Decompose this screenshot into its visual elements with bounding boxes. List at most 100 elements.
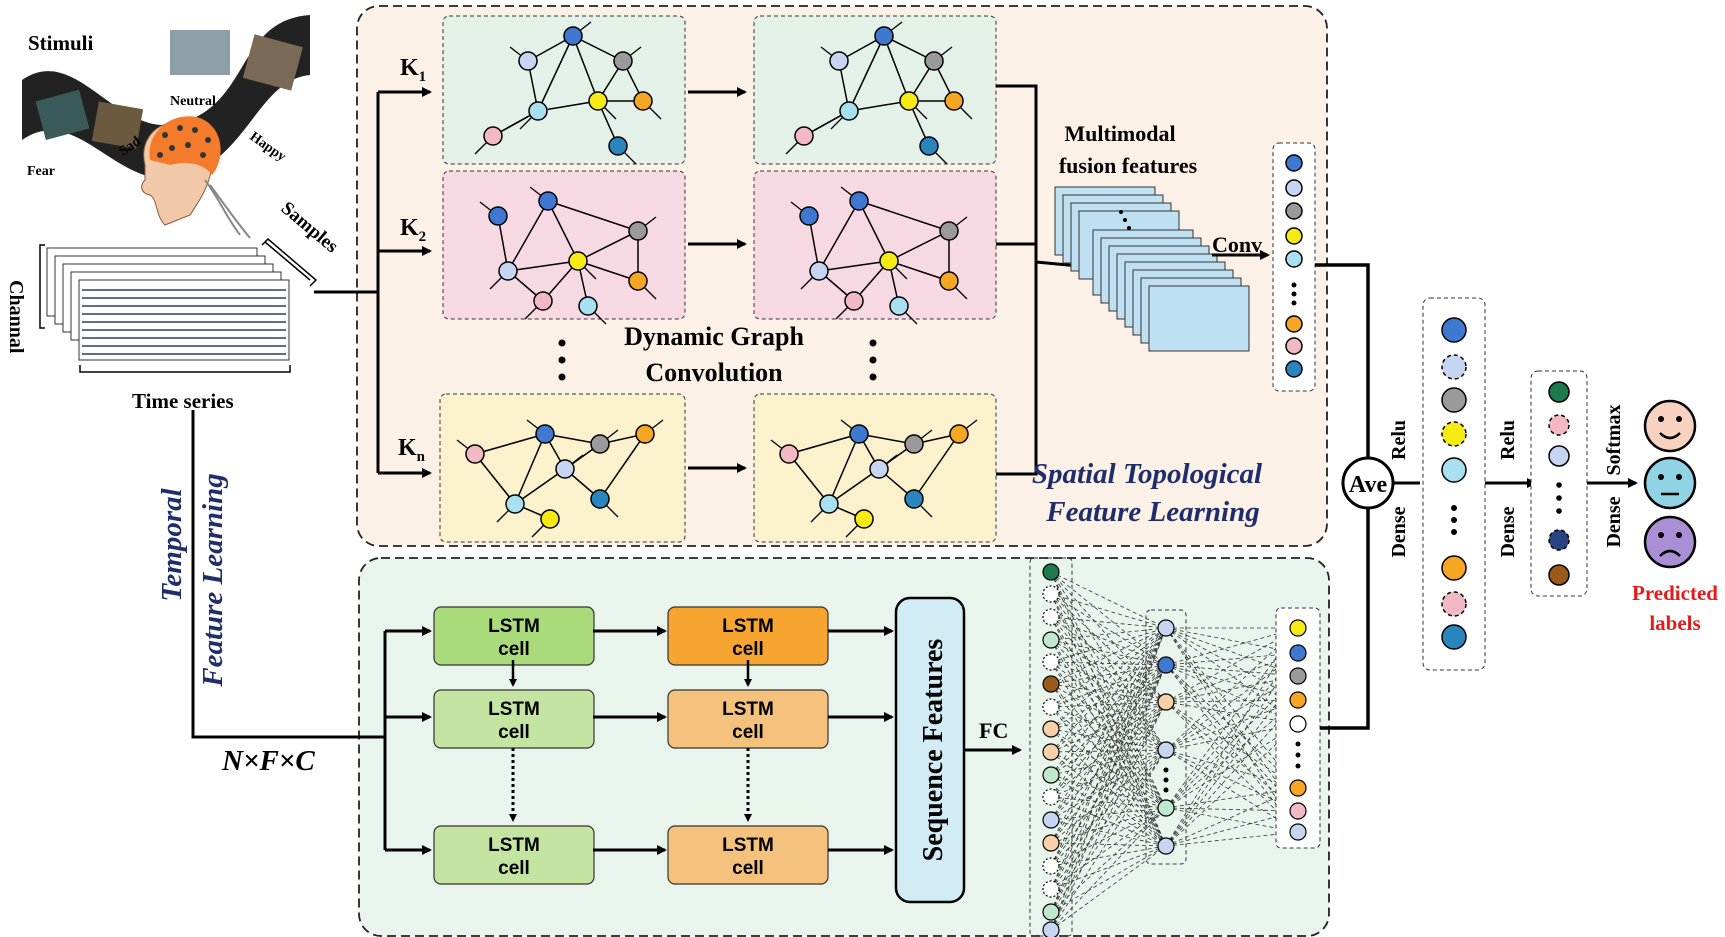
happy-face-icon: [1643, 399, 1697, 453]
channel-label: Channal: [5, 280, 27, 354]
graph-node: [889, 296, 909, 316]
fc-input-node: [1042, 698, 1060, 716]
fusion-dots: [1119, 210, 1131, 230]
fc-edge: [1050, 627, 1167, 753]
fc-output-node: [1289, 779, 1307, 797]
lstm-cell-label: LSTM: [722, 616, 774, 637]
graph-node: [483, 126, 503, 146]
fc-edge: [1050, 616, 1167, 703]
fc-hidden-node: [1157, 837, 1175, 855]
fusion-label-line1: Multimodal: [1064, 121, 1175, 146]
graph-node: [799, 206, 819, 226]
dense1-node: [1441, 317, 1467, 343]
graph-panel-k1-b: [753, 15, 997, 165]
graph-edge: [507, 260, 579, 272]
fc-edge: [1050, 683, 1167, 751]
neutral-face-icon: [1643, 456, 1697, 510]
dense1-node: [1441, 457, 1467, 483]
predicted-label-line1: Predicted: [1632, 581, 1718, 605]
fc-hidden-node: [1157, 656, 1175, 674]
spatial-vector-node: [1285, 250, 1303, 268]
graph-node: [518, 51, 538, 71]
lstm-cell-sublabel: cell: [732, 722, 764, 743]
graph-edge: [474, 453, 516, 505]
spatial-vector-ellipsis: [1291, 300, 1297, 306]
fc-edge: [1050, 796, 1167, 809]
dense1-node: [1441, 354, 1467, 380]
graph-node: [939, 221, 959, 241]
dense1-node: [1441, 591, 1467, 617]
predicted-label-line2: labels: [1649, 611, 1700, 635]
graph-panel-kn-b: [753, 393, 997, 543]
fc-input-node: [1042, 880, 1060, 898]
fc-input-node: [1042, 811, 1060, 829]
spatial-vector-ellipsis: [1291, 282, 1297, 288]
spatial-vector-node: [1285, 179, 1303, 197]
lstm-cell-sublabel: cell: [498, 639, 530, 660]
fc-edge: [1050, 749, 1167, 867]
fc-input-node: [1042, 921, 1060, 937]
dense1-node: [1441, 624, 1467, 650]
spatial-vector-node: [1285, 227, 1303, 245]
fc-edge: [1050, 664, 1167, 730]
fc-output-node: [1289, 823, 1307, 841]
fc-edge: [1165, 831, 1299, 847]
graph-panel-k1-a: [442, 15, 686, 165]
graph-node: [538, 191, 558, 211]
graph-node: [874, 26, 894, 46]
graph-edge: [788, 433, 860, 455]
fc-edge: [1050, 627, 1167, 685]
fc-edge: [1165, 675, 1299, 847]
fc-output-node: [1289, 644, 1307, 662]
fc-edge: [1050, 627, 1167, 867]
fc-edge: [1165, 627, 1299, 654]
sad-face-icon: [1643, 515, 1697, 569]
stimuli-title: Stimuli: [28, 31, 94, 55]
fc-hidden-node: [1157, 693, 1175, 711]
fc-output-node: [1289, 619, 1307, 637]
dense1-node: [1441, 387, 1467, 413]
graph-node: [540, 509, 560, 529]
kn-label: Kn: [398, 435, 426, 465]
eeg-signal-stack: [46, 247, 290, 361]
graph-node: [590, 434, 610, 454]
lstm-cell-label: LSTM: [488, 616, 540, 637]
graph-node: [829, 51, 849, 71]
fc-edge: [1050, 571, 1167, 629]
fc-edge: [1050, 664, 1167, 798]
fc-output-ellipsis: [1295, 763, 1301, 769]
dense2-node: [1548, 414, 1570, 436]
graph-node: [849, 424, 869, 444]
lstm-cell-label: LSTM: [488, 835, 540, 856]
fc-edge: [1165, 627, 1299, 809]
fc-input-node: [1042, 585, 1060, 603]
fc-edge: [1050, 728, 1167, 809]
fc-hidden-ellipsis: [1163, 777, 1169, 783]
graph-node: [904, 434, 924, 454]
graph-edge: [858, 200, 890, 262]
fc-edge: [1050, 616, 1167, 751]
stimuli-film-strip: [22, 15, 310, 180]
graph-node: [819, 494, 839, 514]
fc-edge: [1050, 807, 1167, 821]
fc-edge: [1050, 701, 1167, 708]
temporal-title-line1: Temporal: [156, 487, 188, 601]
graph-edge: [514, 468, 566, 505]
dense2-node: [1548, 529, 1570, 551]
fc-edge: [1050, 627, 1167, 844]
fc-edge: [1050, 749, 1167, 753]
lstm-cell-sublabel: cell: [732, 639, 764, 660]
dense2-node: [1548, 381, 1570, 403]
fc-edge: [1050, 571, 1167, 809]
samples-label: Samples: [277, 198, 342, 258]
fc-edge: [1165, 699, 1299, 703]
graph-node: [488, 206, 508, 226]
fc-edge: [1050, 627, 1167, 776]
fc-edge: [1050, 749, 1167, 890]
graph-node: [899, 91, 919, 111]
fc-edge: [1050, 593, 1167, 751]
graph-node: [535, 424, 555, 444]
fc-edge: [1050, 664, 1167, 753]
